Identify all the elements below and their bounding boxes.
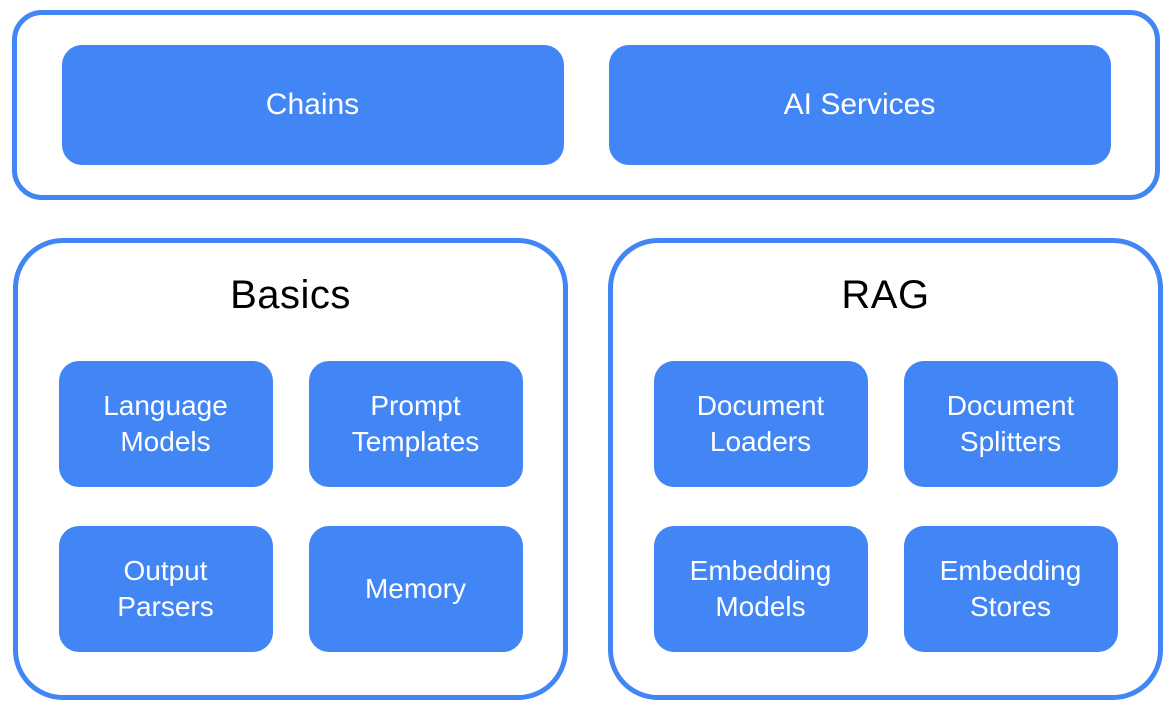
node-output-parsers: Output Parsers (58, 526, 273, 652)
node-chains-label: Chains (265, 88, 360, 121)
node-embedding-stores-label: Embedding Stores (939, 554, 1082, 622)
group-rag-title: RAG (841, 273, 930, 317)
group-rag-container: RAG Document Loaders Document Splitters … (608, 238, 1163, 700)
node-document-loaders: Document Loaders (653, 361, 868, 487)
top-group-container: Chains AI Services (12, 10, 1160, 200)
group-basics-grid: Language Models Prompt Templates Output … (58, 361, 523, 652)
node-ai-services: AI Services (608, 45, 1111, 165)
node-language-models-label: Language Models (103, 389, 228, 457)
node-output-parsers-label: Output Parsers (117, 554, 214, 622)
group-basics-title: Basics (230, 273, 351, 317)
node-embedding-models-label: Embedding Models (689, 554, 832, 622)
node-embedding-stores: Embedding Stores (903, 526, 1118, 652)
node-document-loaders-label: Document Loaders (696, 389, 825, 457)
node-language-models: Language Models (58, 361, 273, 487)
node-memory-label: Memory (364, 572, 467, 604)
node-document-splitters: Document Splitters (903, 361, 1118, 487)
node-prompt-templates: Prompt Templates (308, 361, 523, 487)
group-basics-container: Basics Language Models Prompt Templates … (13, 238, 568, 700)
node-document-splitters-label: Document Splitters (946, 389, 1075, 457)
node-chains: Chains (61, 45, 564, 165)
node-prompt-templates-label: Prompt Templates (351, 389, 480, 457)
node-ai-services-label: AI Services (783, 88, 936, 121)
node-memory: Memory (308, 526, 523, 652)
node-embedding-models: Embedding Models (653, 526, 868, 652)
group-rag-grid: Document Loaders Document Splitters Embe… (653, 361, 1118, 652)
